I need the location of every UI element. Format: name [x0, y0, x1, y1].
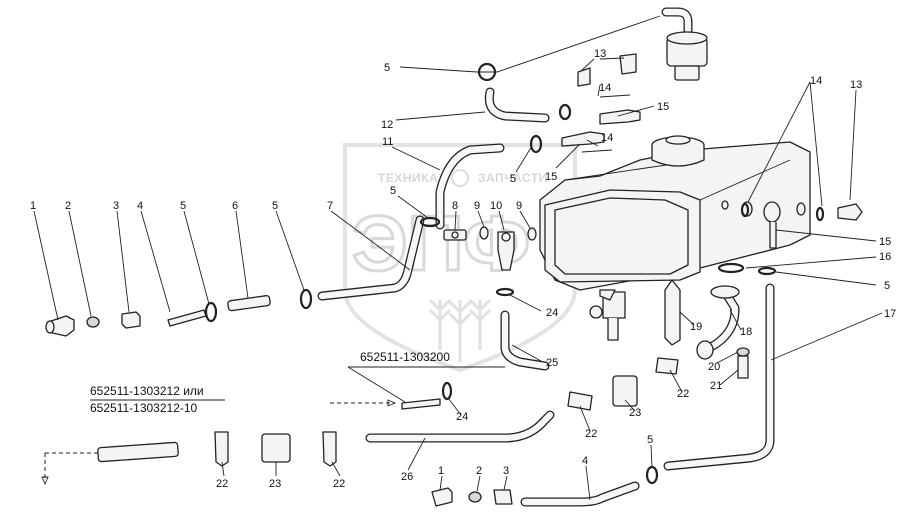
callout-19: 19	[690, 321, 702, 333]
callout-15: 15	[545, 171, 557, 183]
callout-7: 7	[327, 200, 333, 212]
callout-8: 8	[452, 200, 458, 212]
callout-21: 21	[710, 380, 722, 392]
part-number-b: 652511-1303212-10	[90, 401, 198, 415]
callout-22: 22	[333, 478, 345, 490]
callout-22: 22	[677, 388, 689, 400]
callout-16: 16	[879, 251, 891, 263]
callout-2: 2	[476, 465, 482, 477]
watermark-text-left: ТЕХНИКА	[378, 171, 438, 185]
leader-lines	[33, 15, 883, 501]
callout-17: 17	[884, 308, 896, 320]
callout-2: 2	[65, 200, 71, 212]
callout-9: 9	[516, 200, 522, 212]
callout-13: 13	[850, 79, 862, 91]
callout-labels: 1 2 3 4 5 6 5 7 5 8 9 10 9 11 5 12 5 13 …	[30, 48, 896, 490]
callout-4: 4	[137, 200, 143, 212]
callout-4: 4	[582, 455, 588, 467]
callout-25: 25	[546, 357, 558, 369]
part-number-a: 652511-1303212 или	[90, 384, 204, 398]
hose-clamps	[204, 62, 825, 485]
callout-5: 5	[647, 434, 653, 446]
callout-22: 22	[585, 428, 597, 440]
callout-23: 23	[629, 407, 641, 419]
callout-22: 22	[216, 478, 228, 490]
wheat-emblem	[428, 298, 492, 362]
callout-20: 20	[708, 361, 720, 373]
small-parts	[45, 53, 863, 507]
part-number-c: 652511-1303200	[360, 350, 450, 364]
callout-6: 6	[232, 200, 238, 212]
callout-3: 3	[503, 465, 509, 477]
callout-13: 13	[594, 48, 606, 60]
pipes	[317, 87, 775, 507]
callout-18: 18	[740, 326, 752, 338]
callout-3: 3	[113, 200, 119, 212]
breather-filter	[661, 7, 708, 81]
callout-14: 14	[601, 132, 613, 144]
callout-26: 26	[401, 471, 413, 483]
callout-11: 11	[382, 136, 393, 148]
callout-14: 14	[810, 75, 822, 87]
callout-5: 5	[272, 200, 278, 212]
callout-24: 24	[546, 307, 558, 319]
callout-1: 1	[30, 200, 36, 212]
callout-5: 5	[180, 200, 186, 212]
callout-5: 5	[390, 185, 396, 197]
watermark-text-right: ЗАПЧАСТИ	[478, 171, 548, 185]
callout-15: 15	[657, 101, 669, 113]
callout-1: 1	[438, 465, 444, 477]
watermark: ТЕХНИКА ЗАПЧАСТИ ЭПФ	[343, 143, 577, 373]
callout-9: 9	[474, 200, 480, 212]
callout-5: 5	[384, 62, 390, 74]
callout-5: 5	[510, 173, 516, 185]
callout-24: 24	[456, 411, 468, 423]
callout-10: 10	[490, 200, 502, 212]
callout-14: 14	[599, 82, 611, 94]
callout-12: 12	[381, 119, 393, 131]
callout-23: 23	[269, 478, 281, 490]
callout-15: 15	[879, 236, 891, 248]
fuel-tank	[539, 135, 811, 346]
callout-5: 5	[884, 280, 890, 292]
